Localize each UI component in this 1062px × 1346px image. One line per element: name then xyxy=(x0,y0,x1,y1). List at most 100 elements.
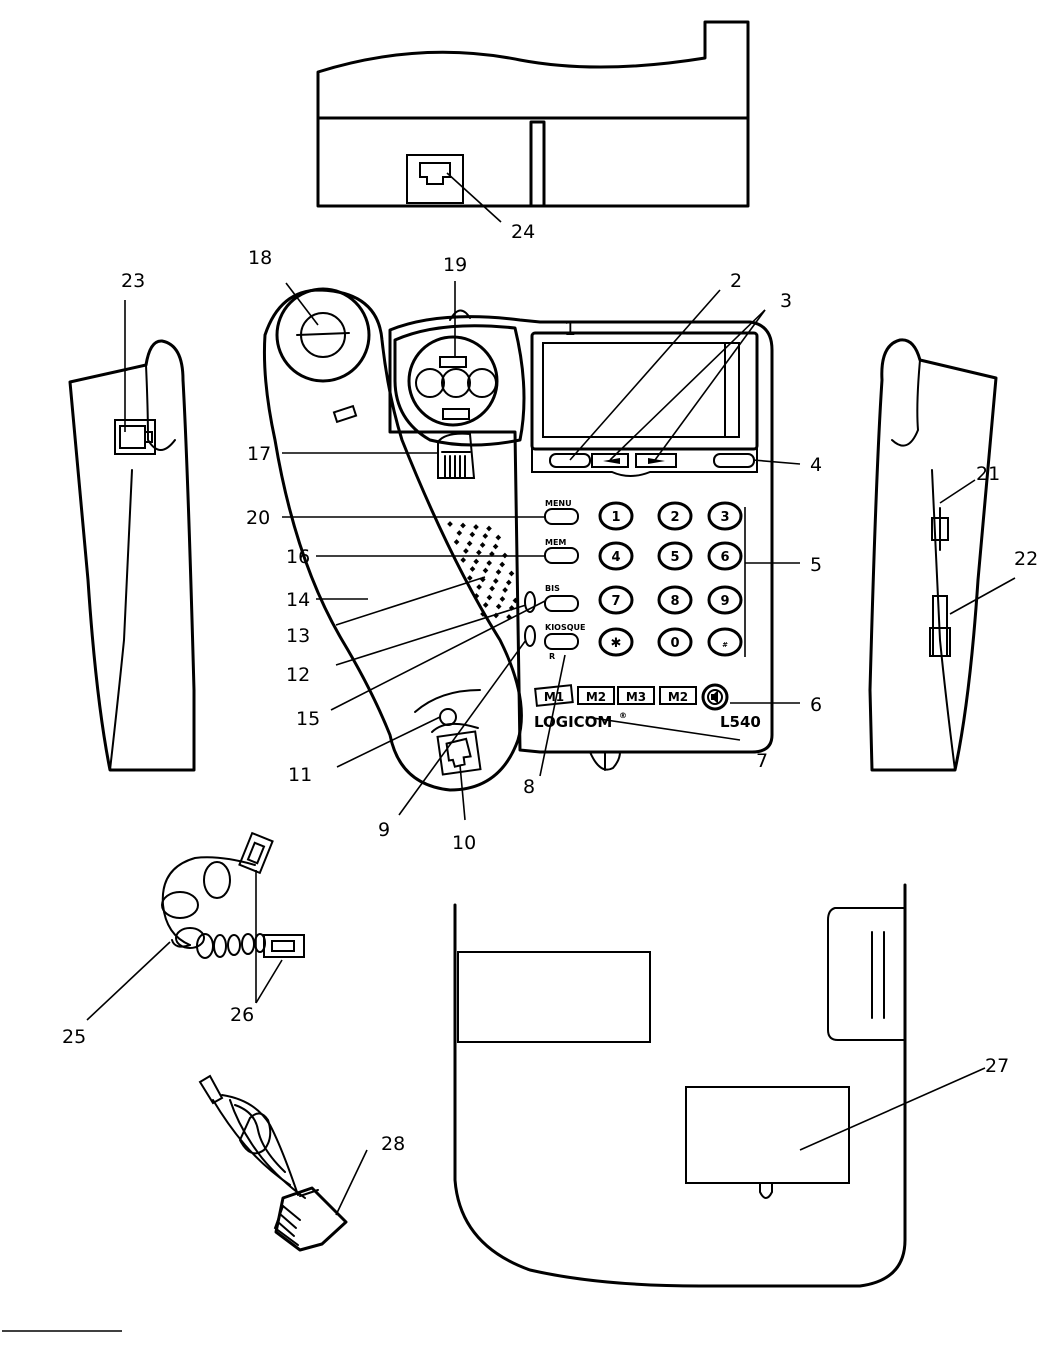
keypad-key[interactable]: 9 xyxy=(707,585,743,615)
callout-16: 16 xyxy=(286,546,310,568)
menu-button-label: MENU xyxy=(545,499,572,508)
keypad-key-outline xyxy=(657,541,693,571)
grille-dot xyxy=(499,596,506,602)
callout-3: 3 xyxy=(780,290,792,312)
keypad-key-label: # xyxy=(722,641,728,649)
keypad-key[interactable]: 8 xyxy=(657,585,693,615)
memory-key-outline xyxy=(659,686,697,705)
keypad-key-label: 4 xyxy=(611,550,620,565)
keypad-key-outline xyxy=(707,541,743,571)
keypad-key-label: 1 xyxy=(611,510,620,525)
keypad-key-outline xyxy=(707,627,743,657)
keypad-key[interactable]: 2 xyxy=(657,501,693,531)
callout-22: 22 xyxy=(1014,548,1038,570)
nav-left-button-3[interactable] xyxy=(591,453,629,468)
callout-1: 1 xyxy=(564,318,576,340)
grille-dot xyxy=(460,522,466,529)
keypad-key-label: 9 xyxy=(720,594,729,609)
grille-dot xyxy=(486,525,492,532)
keypad-key[interactable]: 3 xyxy=(707,501,743,531)
grille-dot xyxy=(469,566,476,572)
memory-key-label: M3 xyxy=(626,690,646,704)
callout-9: 9 xyxy=(378,819,390,841)
grille-dot xyxy=(473,593,480,599)
memory-key-outline xyxy=(617,686,655,705)
keypad-key[interactable]: 4 xyxy=(598,541,634,571)
kiosque-button[interactable] xyxy=(544,633,579,650)
bis-button-label: BIS xyxy=(545,584,560,593)
mem-button-label: MEM xyxy=(545,538,566,547)
callout-6: 6 xyxy=(810,694,822,716)
memory-key-outline xyxy=(577,686,615,705)
mem-button-16[interactable] xyxy=(544,547,579,564)
label-area-27 xyxy=(685,1086,850,1199)
keypad-key[interactable]: 5 xyxy=(657,541,693,571)
kiosque-button-label: KIOSQUE xyxy=(545,623,586,632)
keypad-key[interactable]: 1 xyxy=(598,501,634,531)
callout-11: 11 xyxy=(288,764,312,786)
callout-7: 7 xyxy=(756,750,768,772)
grille-dot xyxy=(466,540,473,547)
leader-lines xyxy=(86,172,1016,1216)
grille-dot xyxy=(492,578,499,584)
memory-key[interactable]: M2 xyxy=(659,686,697,705)
keypad-key[interactable]: 6 xyxy=(707,541,743,571)
handset-14 xyxy=(262,287,523,792)
navigation-buttons xyxy=(531,448,758,477)
brand-registered-mark: ® xyxy=(619,711,627,720)
volume-switch-21 xyxy=(931,507,949,551)
grille-dot xyxy=(482,567,489,574)
keypad-key-label: 0 xyxy=(670,636,679,651)
menu-button-20[interactable] xyxy=(544,508,579,525)
grille-dot xyxy=(482,602,489,608)
grille-dot xyxy=(480,611,486,617)
grille-dot xyxy=(489,585,495,592)
callout-12: 12 xyxy=(286,664,310,686)
keypad-key[interactable]: 7 xyxy=(598,585,634,615)
speaker-button-6[interactable] xyxy=(701,683,729,711)
nav-right-button-3[interactable] xyxy=(635,453,677,468)
callout-28: 28 xyxy=(381,1133,405,1155)
rear-line-socket-24 xyxy=(406,154,464,204)
memory-key[interactable]: M1 xyxy=(534,684,574,707)
handset-rest-19 xyxy=(407,335,499,427)
keypad-key-label: 6 xyxy=(720,550,729,565)
callout-18: 18 xyxy=(248,247,272,269)
grille-dot xyxy=(460,557,467,563)
ok-button-4[interactable] xyxy=(713,453,755,468)
callout-numbers: 1 2 3 4 5 6 7 8 9 10 11 12 13 14 15 16 1… xyxy=(62,221,1038,1155)
redial-button-15[interactable] xyxy=(544,595,579,612)
model-name: L540 xyxy=(720,713,761,731)
line-cord-plug xyxy=(273,1186,348,1252)
memory-key[interactable]: M2 xyxy=(577,686,615,705)
grille-dot xyxy=(502,587,508,593)
right-side-view xyxy=(868,338,998,772)
callout-5: 5 xyxy=(810,554,822,576)
hook-switch-17 xyxy=(437,432,476,479)
cord-plug-26-bottom xyxy=(263,934,305,958)
keypad-key-label: 7 xyxy=(611,594,620,609)
keypad-key-outline xyxy=(598,627,634,657)
keypad-key-label: ✱ xyxy=(611,636,622,651)
r-button-label: R xyxy=(549,652,555,661)
keypad-key-outline xyxy=(707,501,743,531)
grille-dot xyxy=(482,533,489,539)
left-side-view xyxy=(68,339,196,772)
callout-21: 21 xyxy=(976,463,1000,485)
function-buttons: MENU MEM BIS KIOSQUE R xyxy=(544,499,586,661)
keypad-key[interactable]: 0 xyxy=(657,627,693,657)
coiled-handset-cord-25 xyxy=(161,831,305,959)
keypad-key[interactable]: # xyxy=(707,627,743,657)
handset-cord-socket-10 xyxy=(436,730,482,776)
callout-10: 10 xyxy=(452,832,476,854)
callout-14: 14 xyxy=(286,589,310,611)
memory-key-label: M2 xyxy=(586,690,606,704)
keypad-key-outline xyxy=(598,501,634,531)
memory-key[interactable]: M3 xyxy=(617,686,655,705)
effacer-button-2[interactable] xyxy=(549,453,591,468)
grille-dot xyxy=(453,539,460,545)
keypad-key[interactable]: ✱ xyxy=(598,627,634,657)
